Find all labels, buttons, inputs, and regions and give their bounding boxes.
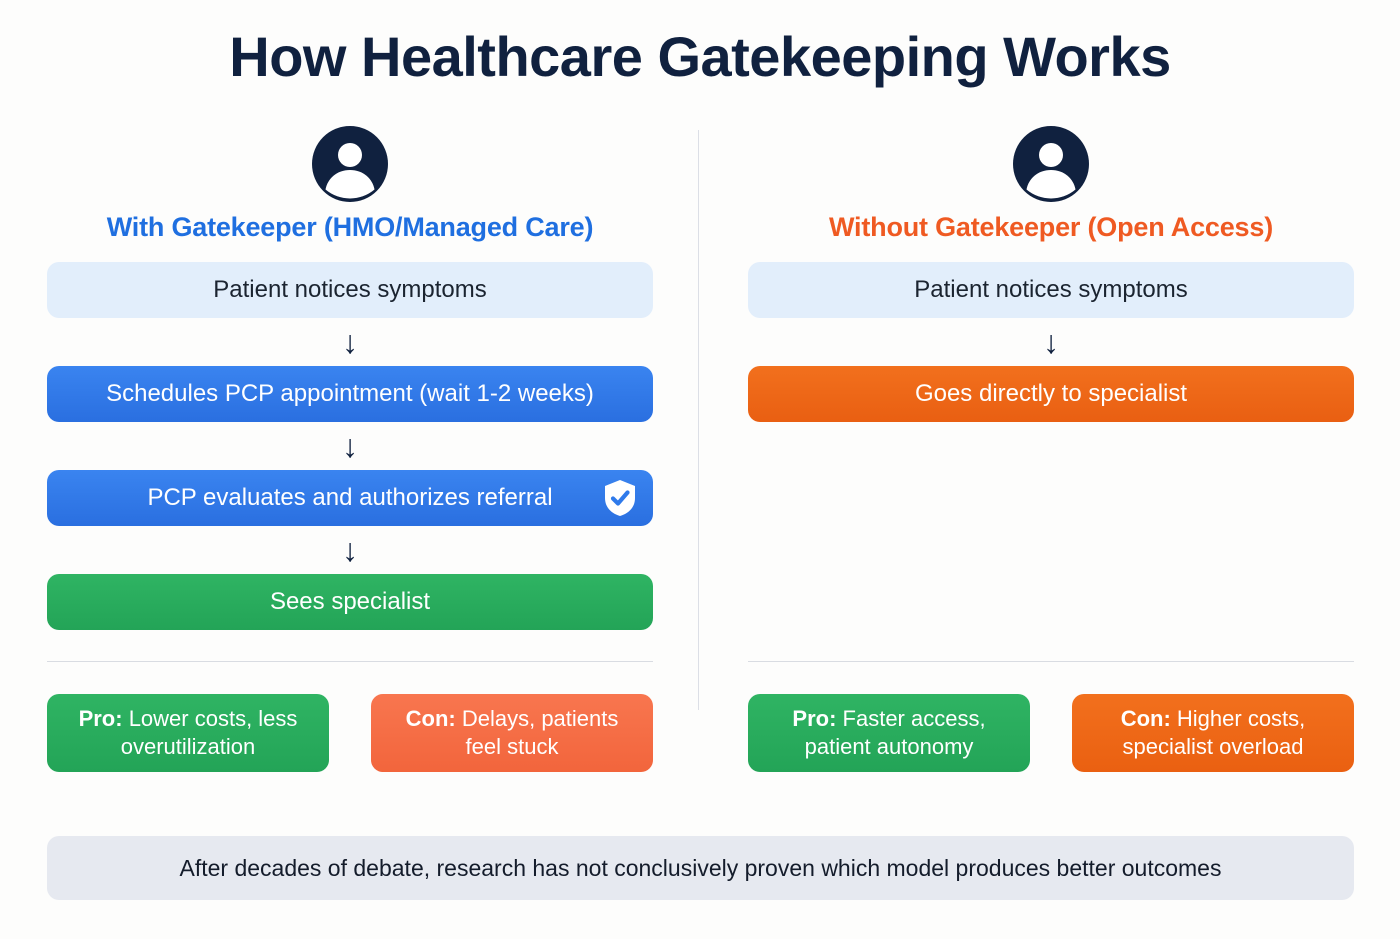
flow-step-label: Patient notices symptoms bbox=[213, 276, 487, 303]
flow-step-label: Sees specialist bbox=[269, 588, 431, 615]
pro-card-text: Pro: Faster access, patient autonomy bbox=[762, 705, 1016, 761]
avatar-right-wrap bbox=[748, 126, 1354, 206]
pro-card-body: Faster access, patient autonomy bbox=[804, 705, 986, 759]
flow-step-box: Patient notices symptoms bbox=[748, 262, 1354, 318]
pro-card-text: Pro: Lower costs, less overutilization bbox=[61, 705, 315, 761]
column-heading-right: Without Gatekeeper (Open Access) bbox=[829, 212, 1273, 242]
column-with-gatekeeper: With Gatekeeper (HMO/Managed Care) Patie… bbox=[47, 126, 653, 772]
pro-card: Pro: Faster access, patient autonomy bbox=[748, 694, 1030, 772]
con-card-kind: Con: bbox=[1120, 705, 1171, 731]
person-icon bbox=[312, 126, 388, 202]
person-icon bbox=[1013, 126, 1089, 202]
flow-arrow-icon: ↓ bbox=[1043, 324, 1059, 360]
flow-arrow-icon: ↓ bbox=[342, 324, 358, 360]
footer-text: After decades of debate, research has no… bbox=[179, 854, 1222, 881]
con-card: Con: Higher costs, specialist overload bbox=[1072, 694, 1354, 772]
procon-group-left: Pro: Lower costs, less overutilization C… bbox=[47, 694, 653, 772]
column-without-gatekeeper: Without Gatekeeper (Open Access) Patient… bbox=[748, 126, 1354, 772]
page-title: How Healthcare Gatekeeping Works bbox=[229, 25, 1171, 88]
flow-left: Patient notices symptoms ↓ Schedules PCP… bbox=[47, 262, 653, 630]
avatar-left-wrap bbox=[47, 126, 653, 206]
flow-spacer bbox=[748, 422, 1354, 630]
flow-arrow-icon: ↓ bbox=[342, 532, 358, 568]
section-divider bbox=[748, 661, 1354, 662]
con-card-body: Delays, patients feel stuck bbox=[461, 705, 619, 759]
flow-step-box: Patient notices symptoms bbox=[47, 262, 653, 318]
flow-arrow-icon: ↓ bbox=[342, 428, 358, 464]
flow-step-label: Patient notices symptoms bbox=[914, 276, 1188, 303]
con-card: Con: Delays, patients feel stuck bbox=[371, 694, 653, 772]
con-card-text: Con: Delays, patients feel stuck bbox=[385, 705, 639, 761]
column-heading-left: With Gatekeeper (HMO/Managed Care) bbox=[106, 212, 594, 242]
footer-banner: After decades of debate, research has no… bbox=[47, 836, 1354, 900]
flow-right: Patient notices symptoms ↓ Goes directly… bbox=[748, 262, 1354, 630]
shield-check-icon bbox=[605, 480, 635, 516]
section-divider bbox=[47, 661, 653, 662]
pro-card-body: Lower costs, less overutilization bbox=[120, 705, 298, 759]
flow-step-box: Sees specialist bbox=[47, 574, 653, 630]
con-card-body: Higher costs, specialist overload bbox=[1122, 705, 1306, 759]
flow-step-label: Schedules PCP appointment (wait 1-2 week… bbox=[106, 380, 594, 407]
pro-card-kind: Pro: bbox=[78, 705, 123, 731]
pro-card: Pro: Lower costs, less overutilization bbox=[47, 694, 329, 772]
flow-step-box: PCP evaluates and authorizes referral bbox=[47, 470, 653, 526]
con-card-kind: Con: bbox=[405, 705, 456, 731]
flow-step-label: Goes directly to specialist bbox=[914, 380, 1188, 407]
pro-card-kind: Pro: bbox=[792, 705, 837, 731]
flow-step-box: Schedules PCP appointment (wait 1-2 week… bbox=[47, 366, 653, 422]
con-card-text: Con: Higher costs, specialist overload bbox=[1086, 705, 1340, 761]
procon-group-right: Pro: Faster access, patient autonomy Con… bbox=[748, 694, 1354, 772]
flow-step-label: PCP evaluates and authorizes referral bbox=[147, 484, 553, 511]
flow-step-box: Goes directly to specialist bbox=[748, 366, 1354, 422]
column-divider bbox=[698, 130, 699, 710]
